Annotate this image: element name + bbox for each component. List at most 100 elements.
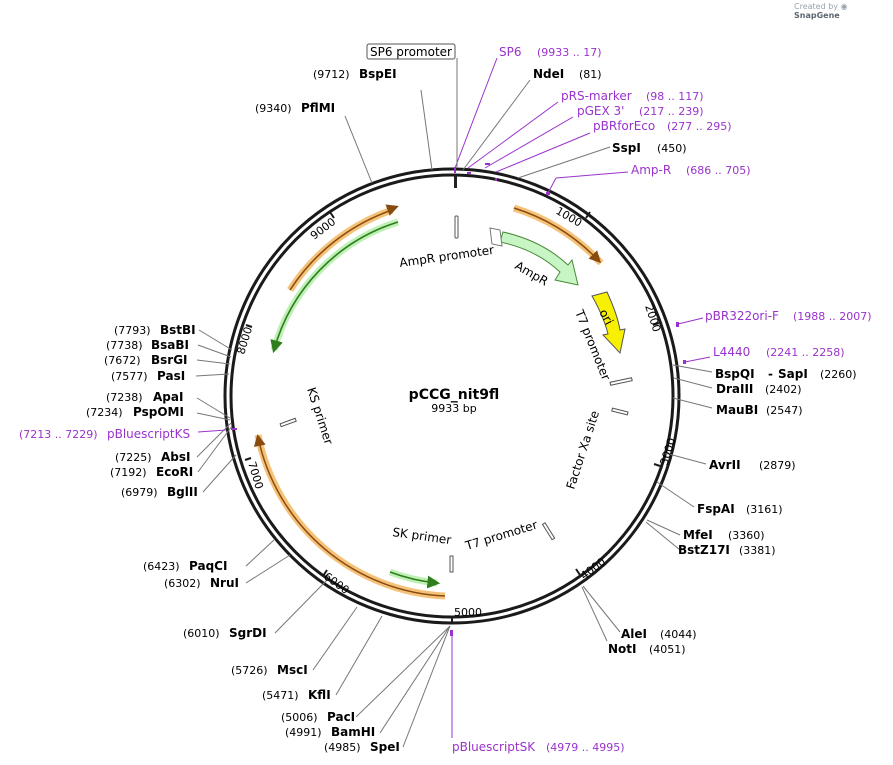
enzyme-pos: (5726) (231, 664, 268, 677)
primer-range: (4979 .. 4995) (546, 741, 625, 754)
plasmid-name: pCCG_nit9fl (409, 387, 500, 403)
feature-ks-primer: KS primer (304, 386, 336, 447)
enzyme-name: SspI (612, 141, 641, 155)
enzyme-pos: (2260) (820, 368, 857, 381)
primer-name: pRS-marker (561, 89, 632, 103)
enzyme-pos: (7577) (111, 370, 148, 383)
enzyme-name: MfeI (683, 528, 713, 542)
enzyme-name: BstBI (160, 323, 196, 337)
tick-3000: 3000 (657, 436, 678, 467)
enzyme-name: BamHI (331, 725, 375, 739)
primer-range: (1988 .. 2007) (793, 310, 872, 323)
ampr-feature-arrow (499, 231, 579, 286)
enzyme-name: BsrGI (151, 353, 188, 367)
enzyme-name: AvrII (709, 458, 741, 472)
enzyme-name: SgrDI (229, 626, 267, 640)
enzyme-name: SapI (778, 367, 808, 381)
enzyme-labels-left: (9712) BspEI (9340) PflMI (7793) BstBI (… (86, 67, 400, 754)
primer-name: pBRforEco (593, 119, 655, 133)
snapgene-logo-icon: ◉ (840, 2, 848, 11)
enzyme-leader-lines (195, 79, 713, 748)
enzyme-pos: (3161) (746, 503, 783, 516)
enzyme-pos: (4051) (649, 643, 686, 656)
enzyme-pos: (2547) (766, 404, 803, 417)
primer-name: pBR322ori-F (705, 309, 779, 323)
feature-ampr: AmpR (513, 258, 551, 288)
primer-range: (686 .. 705) (686, 164, 751, 177)
enzyme-pos: (7672) (104, 354, 141, 367)
enzyme-pos: (4044) (660, 628, 697, 641)
primer-name: pGEX 3' (577, 104, 624, 118)
enzyme-pos: (7225) (115, 451, 152, 464)
tick-8000: 8000 (234, 325, 255, 356)
enzyme-pos: (7238) (106, 391, 143, 404)
enzyme-name: MscI (277, 663, 308, 677)
tick-4000: 4000 (578, 555, 608, 582)
enzyme-name: KflI (308, 688, 331, 702)
enzyme-separator: - (768, 367, 773, 381)
enzyme-name: ApaI (153, 390, 183, 404)
backbone-ticks (244, 211, 661, 623)
enzyme-pos: (6423) (143, 560, 180, 573)
primer-leader-lines (197, 57, 711, 738)
enzyme-pos: (6302) (164, 577, 201, 590)
feature-sk-primer: SK primer (392, 525, 453, 547)
enzyme-pos: (81) (579, 68, 602, 81)
enzyme-name: PspOMI (133, 405, 184, 419)
enzyme-name: AleI (621, 627, 647, 641)
enzyme-name: PaqCI (189, 559, 227, 573)
primer-name: pBluescriptKS (107, 427, 190, 441)
enzyme-pos: (7192) (110, 466, 147, 479)
enzyme-name: DraIII (716, 382, 753, 396)
primer-range: (277 .. 295) (667, 120, 732, 133)
primer-range: (217 .. 239) (639, 105, 704, 118)
enzyme-name: BsaBI (151, 338, 189, 352)
primer-name: Amp-R (631, 163, 671, 177)
enzyme-name: PacI (327, 710, 355, 724)
enzyme-pos: (9340) (255, 102, 292, 115)
enzyme-name: BspEI (359, 67, 397, 81)
sp6-promoter-label: SP6 promoter (366, 43, 456, 60)
enzyme-pos: (4985) (324, 741, 361, 754)
primer-name: pBluescriptSK (452, 740, 536, 754)
credit-prefix: Created by (794, 2, 839, 11)
enzyme-pos: (7738) (106, 339, 143, 352)
primer-range: (2241 .. 2258) (766, 346, 845, 359)
enzyme-pos: (2402) (765, 383, 802, 396)
enzyme-pos: (2879) (759, 459, 796, 472)
enzyme-name: NruI (210, 576, 239, 590)
enzyme-pos: (4991) (285, 726, 322, 739)
enzyme-pos: (9712) (313, 68, 350, 81)
feature-ampr-promoter: AmpR promoter (398, 243, 494, 270)
small-feature-marks (279, 215, 633, 573)
green-features (270, 218, 441, 589)
credit-brand: SnapGene (794, 11, 840, 20)
primer-labels: SP6 (9933 .. 17) pRS-marker (98 .. 117) … (19, 45, 872, 754)
feature-t7-promoter-bottom: T7 promoter (463, 518, 539, 553)
plasmid-size: 9933 bp (431, 402, 476, 415)
enzyme-name: AbsI (161, 450, 190, 464)
enzyme-pos: (6010) (183, 627, 220, 640)
enzyme-name: BstZ17I (678, 543, 730, 557)
primer-name: L4440 (713, 345, 750, 359)
snapgene-credit: Created by ◉ SnapGene (794, 2, 893, 20)
enzyme-name: FspAI (697, 502, 735, 516)
enzyme-pos: (7793) (114, 324, 151, 337)
enzyme-name: EcoRI (156, 465, 193, 479)
enzyme-name: NdeI (533, 67, 564, 81)
svg-text:SP6 promoter: SP6 promoter (370, 45, 452, 59)
enzyme-name: NotI (608, 642, 637, 656)
enzyme-name: PflMI (301, 101, 335, 115)
enzyme-pos: (3381) (739, 544, 776, 557)
enzyme-pos: (3360) (728, 529, 765, 542)
ori-feature-arrow (591, 291, 626, 355)
enzyme-name: MauBI (716, 403, 758, 417)
enzyme-pos: (6979) (121, 486, 158, 499)
enzyme-pos: (7234) (86, 406, 123, 419)
sp6-promoter-mark (454, 176, 457, 188)
enzyme-pos: (5471) (262, 689, 299, 702)
tick-5000: 5000 (454, 606, 482, 619)
enzyme-name: BglII (167, 485, 198, 499)
primer-site-marks (231, 163, 686, 636)
